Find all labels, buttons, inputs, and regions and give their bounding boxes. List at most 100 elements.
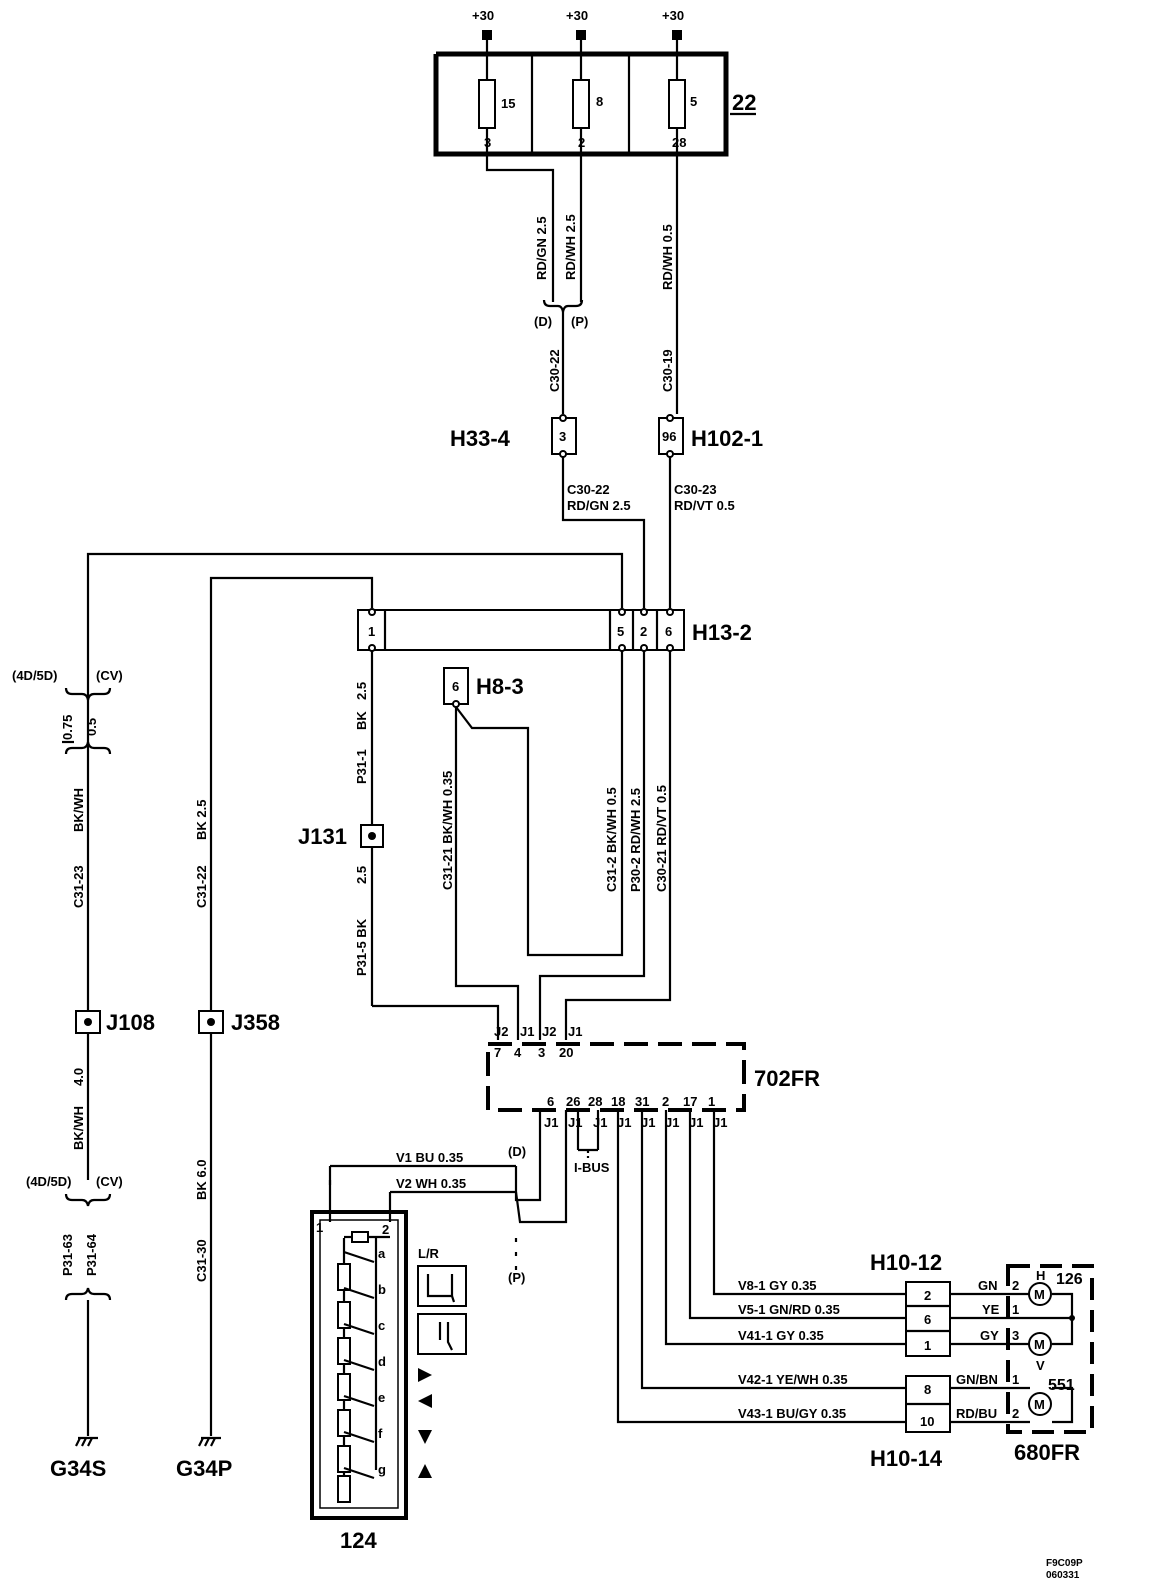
variant-p: (P) xyxy=(571,314,588,329)
h1012-p1: 2 xyxy=(924,1288,931,1303)
left-d4: C31-30 xyxy=(194,1239,209,1282)
702-conn-4: J1 xyxy=(568,1024,582,1039)
j358-id: J358 xyxy=(231,1010,280,1035)
fuse-num-3: 5 xyxy=(690,94,697,109)
mid-b1: C30-23 xyxy=(674,482,717,497)
fusebox: +30 +30 +30 15 8 5 3 2 28 22 xyxy=(433,8,756,157)
sw-d: d xyxy=(378,1354,386,1369)
rw-3: V41-1 GY 0.35 xyxy=(738,1328,824,1343)
motor-v-icon xyxy=(1028,1332,1052,1356)
702-bpin-17: 17 xyxy=(683,1094,697,1109)
sw-e: e xyxy=(378,1390,385,1405)
mid-a2: RD/GN 2.5 xyxy=(567,498,631,513)
c30-19-label: C30-19 xyxy=(660,349,675,392)
left-c2: C31-23 xyxy=(71,865,86,908)
124-pin1: 1 xyxy=(316,1220,323,1235)
fuse-pin-2: 2 xyxy=(578,135,585,150)
connector-h10-14: H10-14 8 10 xyxy=(870,1375,951,1471)
fuse-pin-3: 28 xyxy=(672,135,686,150)
h13-pin-5: 5 xyxy=(617,624,624,639)
124-id: 124 xyxy=(340,1528,377,1553)
wire-rdgn: RD/GN 2.5 xyxy=(534,216,549,280)
j108-id: J108 xyxy=(106,1010,155,1035)
124-pin2: 2 xyxy=(382,1222,389,1237)
arrow-right-icon xyxy=(418,1368,432,1382)
lr-label: L/R xyxy=(418,1246,440,1261)
702-bconn-4: J1 xyxy=(617,1115,631,1130)
fuse-8 xyxy=(572,79,590,129)
sw-g: g xyxy=(378,1462,386,1477)
supply-label-1: +30 xyxy=(472,8,494,23)
left-var1: (4D/5D) xyxy=(12,668,58,683)
h13-id: H13-2 xyxy=(692,620,752,645)
wire-v1: V1 BU 0.35 xyxy=(396,1150,463,1165)
mid-a1: C30-22 xyxy=(567,482,610,497)
left-c3: 4.0 xyxy=(71,1068,86,1086)
fuse-5 xyxy=(668,79,686,129)
supply-label-2: +30 xyxy=(566,8,588,23)
motor-m-3: M xyxy=(1034,1397,1045,1412)
702-bpin-26: 26 xyxy=(566,1094,580,1109)
h1012-id: H10-12 xyxy=(870,1250,942,1275)
h8-id: H8-3 xyxy=(476,674,524,699)
center-wires: J131 2.5 BK P31-1 2.5 P31-5 BK C31-21 BK… xyxy=(298,651,672,1040)
footer-1: F9C09P xyxy=(1046,1558,1083,1569)
h102-id: H102-1 xyxy=(691,426,763,451)
arrow-left-icon xyxy=(418,1394,432,1408)
h13-pin-6: 6 xyxy=(665,624,672,639)
right-wires: V8-1 GY 0.35 V5-1 GN/RD 0.35 V41-1 GY 0.… xyxy=(616,1110,906,1424)
wire-e4: 2.5 xyxy=(354,866,369,884)
arrow-down-icon xyxy=(418,1430,432,1444)
wire-e3: P31-1 xyxy=(354,749,369,784)
702-conn-3: J2 xyxy=(542,1024,556,1039)
footer-2: 060331 xyxy=(1046,1570,1080,1581)
h1012-p2: 6 xyxy=(924,1312,931,1327)
rw-2: V5-1 GN/RD 0.35 xyxy=(738,1302,840,1317)
fuse-num-2: 8 xyxy=(596,94,603,109)
h13-pin-2: 2 xyxy=(640,624,647,639)
mirror-icon xyxy=(417,1313,467,1355)
sw-f: f xyxy=(378,1426,383,1441)
sw-a: a xyxy=(378,1246,386,1261)
124-p: (P) xyxy=(508,1270,525,1285)
connector-h10-12: H10-12 2 6 1 xyxy=(870,1250,951,1357)
702-bconn-6: J1 xyxy=(665,1115,679,1130)
wire-g2: P30-2 RD/WH 2.5 xyxy=(628,788,643,892)
702-bconn-5: J1 xyxy=(641,1115,655,1130)
702-bpin-18: 18 xyxy=(611,1094,625,1109)
supply-label-3: +30 xyxy=(662,8,684,23)
connector-h13: 1 5 2 6 H13-2 xyxy=(357,608,752,652)
arrow-up-icon xyxy=(418,1464,432,1478)
fuse-num-1: 15 xyxy=(501,96,515,111)
sw-b: b xyxy=(378,1282,386,1297)
mid-wires: C30-22 RD/GN 2.5 C30-23 RD/VT 0.5 xyxy=(86,457,735,1015)
702-id: 702FR xyxy=(754,1066,820,1091)
wire-v2: V2 WH 0.35 xyxy=(396,1176,466,1191)
mirror-unit-680fr: M M M H V 126 551 680FR GN YE GY GN/BN R… xyxy=(950,1264,1094,1465)
702-bconn-1: J1 xyxy=(544,1115,558,1130)
left-c4: BK/WH xyxy=(71,1106,86,1150)
left-d2: BK 2.5 xyxy=(194,800,209,840)
124-d: (D) xyxy=(508,1144,526,1159)
702-bconn-3: J1 xyxy=(593,1115,607,1130)
pin-gn: 2 xyxy=(1012,1278,1019,1293)
702-bpin-2: 2 xyxy=(662,1094,669,1109)
lab-rdbu: RD/BU xyxy=(956,1406,997,1421)
motor-h-icon xyxy=(1028,1282,1052,1306)
wire-rdwh: RD/WH 2.5 xyxy=(563,214,578,280)
g34s-id: G34S xyxy=(50,1456,106,1481)
left-var4: (CV) xyxy=(96,1174,123,1189)
h1014-p2: 10 xyxy=(920,1414,934,1429)
h13-pin-1: 1 xyxy=(368,624,375,639)
702-conn-2: J1 xyxy=(520,1024,534,1039)
702-bpin-6: 6 xyxy=(547,1094,554,1109)
motor-551-icon xyxy=(1028,1392,1052,1416)
702-bpin-1: 1 xyxy=(708,1094,715,1109)
rw-1: V8-1 GY 0.35 xyxy=(738,1278,817,1293)
wire-e2: BK xyxy=(354,711,369,730)
motor-h: H xyxy=(1036,1268,1045,1283)
motor-m-1: M xyxy=(1034,1287,1045,1302)
left-var3: (4D/5D) xyxy=(26,1174,72,1189)
lab-ye: YE xyxy=(982,1302,1000,1317)
